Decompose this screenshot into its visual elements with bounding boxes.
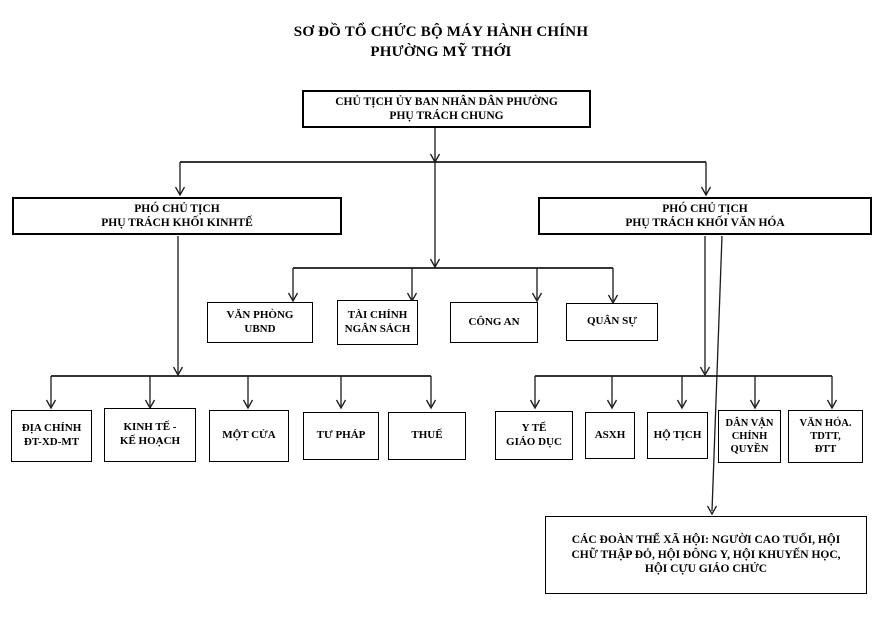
node-pho-chu-tich-kinh-te: PHÓ CHỦ TỊCH PHỤ TRÁCH KHỐI KINHTẾ: [12, 197, 342, 235]
page-title-line2: PHƯỜNG MỸ THỚI: [370, 44, 512, 61]
node-chu-tich-ubnd: CHỦ TỊCH ỦY BAN NHÂN DÂN PHƯỜNG PHỤ TRÁC…: [302, 90, 591, 128]
node-van-hoa-tdtt: VĂN HÓA. TDTT, ĐTT: [788, 410, 863, 463]
node-mot-cua: MỘT CỬA: [209, 410, 289, 462]
node-dia-chinh: ĐỊA CHÍNH ĐT-XD-MT: [11, 410, 92, 462]
node-quan-su: QUÂN SỰ: [566, 303, 658, 341]
node-dan-van-chinh-quyen: DÂN VẬN CHÍNH QUYỀN: [718, 410, 781, 463]
node-tai-chinh-ngan-sach: TÀI CHÍNH NGÂN SÁCH: [337, 300, 418, 345]
node-tu-phap: TƯ PHÁP: [303, 412, 379, 460]
node-pho-chu-tich-van-hoa: PHÓ CHỦ TỊCH PHỤ TRÁCH KHỐI VĂN HÓA: [538, 197, 872, 235]
node-asxh: ASXH: [585, 412, 635, 459]
node-y-te-giao-duc: Y TẾ GIÁO DỤC: [495, 411, 573, 460]
node-ho-tich: HỘ TỊCH: [647, 412, 708, 459]
node-van-phong-ubnd: VĂN PHÒNG UBND: [207, 302, 313, 343]
node-kinh-te-ke-hoach: KINH TẾ - KẾ HOẠCH: [104, 408, 196, 462]
page-title: SƠ ĐỒ TỔ CHỨC BỘ MÁY HÀNH CHÍNH PHƯỜNG M…: [0, 22, 882, 63]
node-thue: THUẾ: [388, 412, 466, 460]
node-cong-an: CÔNG AN: [450, 302, 538, 343]
node-cac-doan-the-xa-hoi: CÁC ĐOÀN THỂ XÃ HỘI: NGƯỜI CAO TUỔI, HỘI…: [545, 516, 867, 594]
page-title-line1: SƠ ĐỒ TỔ CHỨC BỘ MÁY HÀNH CHÍNH: [293, 24, 589, 40]
